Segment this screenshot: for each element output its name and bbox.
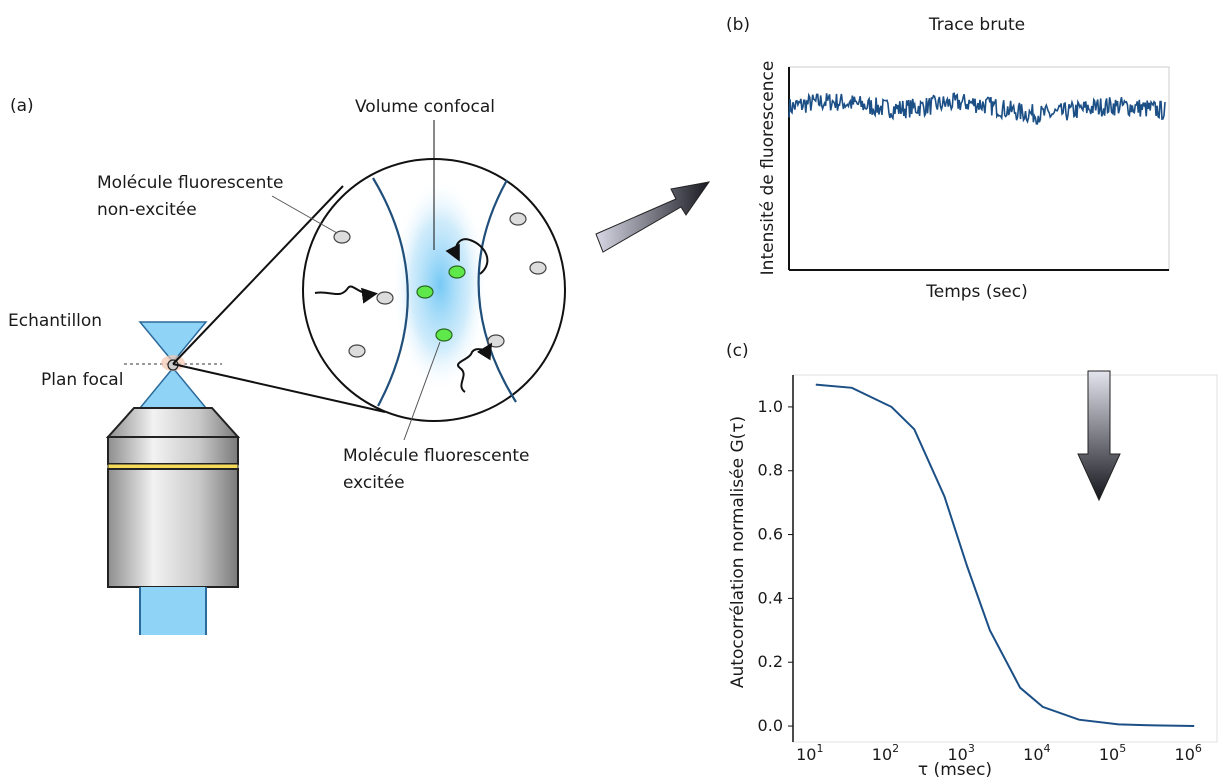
beam-edge-right: [477, 179, 517, 403]
y-tick-label: 0.6: [758, 525, 783, 544]
x-tick-base: 10: [947, 745, 967, 764]
excited-label-line1: Molécule fluorescente: [343, 446, 529, 466]
x-tick-label: 101: [796, 742, 823, 764]
non-excited-label-line1: Molécule fluorescente: [97, 173, 283, 193]
x-tick-label: 106: [1175, 742, 1202, 764]
zoom-line-top: [172, 185, 344, 365]
x-tick-exponent: 5: [1119, 742, 1126, 755]
beam-bottom: [140, 587, 206, 635]
arrow-to-trace: [595, 181, 711, 253]
x-tick-base: 10: [1099, 745, 1119, 764]
y-tick-label: 0.4: [758, 588, 783, 607]
trace-series-line: [788, 92, 1166, 125]
x-tick-exponent: 3: [968, 742, 975, 755]
magnified-view: [302, 158, 566, 422]
pointer-excited: [403, 341, 441, 441]
x-tick-label: 104: [1023, 742, 1050, 764]
trace-title: Trace brute: [928, 15, 1025, 35]
autocorr-ylabel: Autocorrélation normalisée G(τ): [728, 416, 748, 688]
autocorr-xlabel: τ (msec): [918, 760, 992, 780]
trace-ylabel: Intensité de fluorescence: [758, 61, 778, 276]
confocal-volume-glow: [392, 177, 488, 393]
focal-plane-label: Plan focal: [41, 370, 123, 390]
arrow-to-autocorrelation: [1077, 370, 1121, 502]
zoom-line-bottom: [172, 363, 386, 413]
autocorr-axes-frame: [792, 374, 1218, 743]
non-excited-molecules: [333, 212, 547, 358]
sample-label: Echantillon: [8, 311, 102, 331]
panel-b: (b) Trace brute Temps (sec) Intensité de…: [726, 15, 1170, 302]
pointer-non-excited: [271, 195, 338, 234]
x-tick-exponent: 2: [892, 742, 899, 755]
y-tick-label: 0.2: [758, 652, 783, 671]
x-tick-exponent: 4: [1044, 742, 1051, 755]
diffusion-path-left: [314, 285, 378, 304]
x-tick-base: 10: [872, 745, 892, 764]
beam-edge-left: [372, 177, 409, 407]
x-tick-exponent: 6: [1195, 742, 1202, 755]
confocal-volume-label: Volume confocal: [355, 97, 495, 117]
non-excited-label-line2: non-excitée: [97, 200, 197, 220]
y-tick-label: 0.8: [758, 461, 783, 480]
excited-molecules: [416, 265, 466, 342]
x-tick-exponent: 1: [816, 742, 823, 755]
trace-xlabel: Temps (sec): [925, 282, 1028, 302]
diffusion-path-bottom: [457, 342, 493, 393]
x-tick-base: 10: [796, 745, 816, 764]
panel-a-label: (a): [10, 96, 34, 116]
x-tick-label: 105: [1099, 742, 1126, 764]
y-tick-label: 0.0: [758, 716, 783, 735]
diffusion-path-top: [445, 238, 489, 275]
panel-b-label: (b): [726, 15, 750, 35]
x-tick-label: 102: [872, 742, 899, 764]
objective-body: [107, 468, 239, 588]
autocorr-y-ticks: 0.0 0.2 0.4 0.6 0.8 1.0: [758, 397, 793, 735]
beam-lower-cone: [138, 366, 208, 409]
microscope-objective: [105, 321, 241, 635]
x-tick-label: 103: [947, 742, 974, 764]
x-tick-base: 10: [1023, 745, 1043, 764]
panel-a: (a): [8, 96, 711, 635]
x-tick-base: 10: [1175, 745, 1195, 764]
trace-axes-frame: [788, 66, 1170, 271]
beam-upper-cone: [138, 321, 208, 364]
autocorr-series-line: [815, 383, 1195, 727]
objective-top: [105, 407, 241, 438]
panel-c-label: (c): [726, 341, 749, 361]
y-tick-label: 1.0: [758, 397, 783, 416]
excited-label-line2: excitée: [343, 473, 405, 493]
objective-collar: [107, 436, 239, 465]
